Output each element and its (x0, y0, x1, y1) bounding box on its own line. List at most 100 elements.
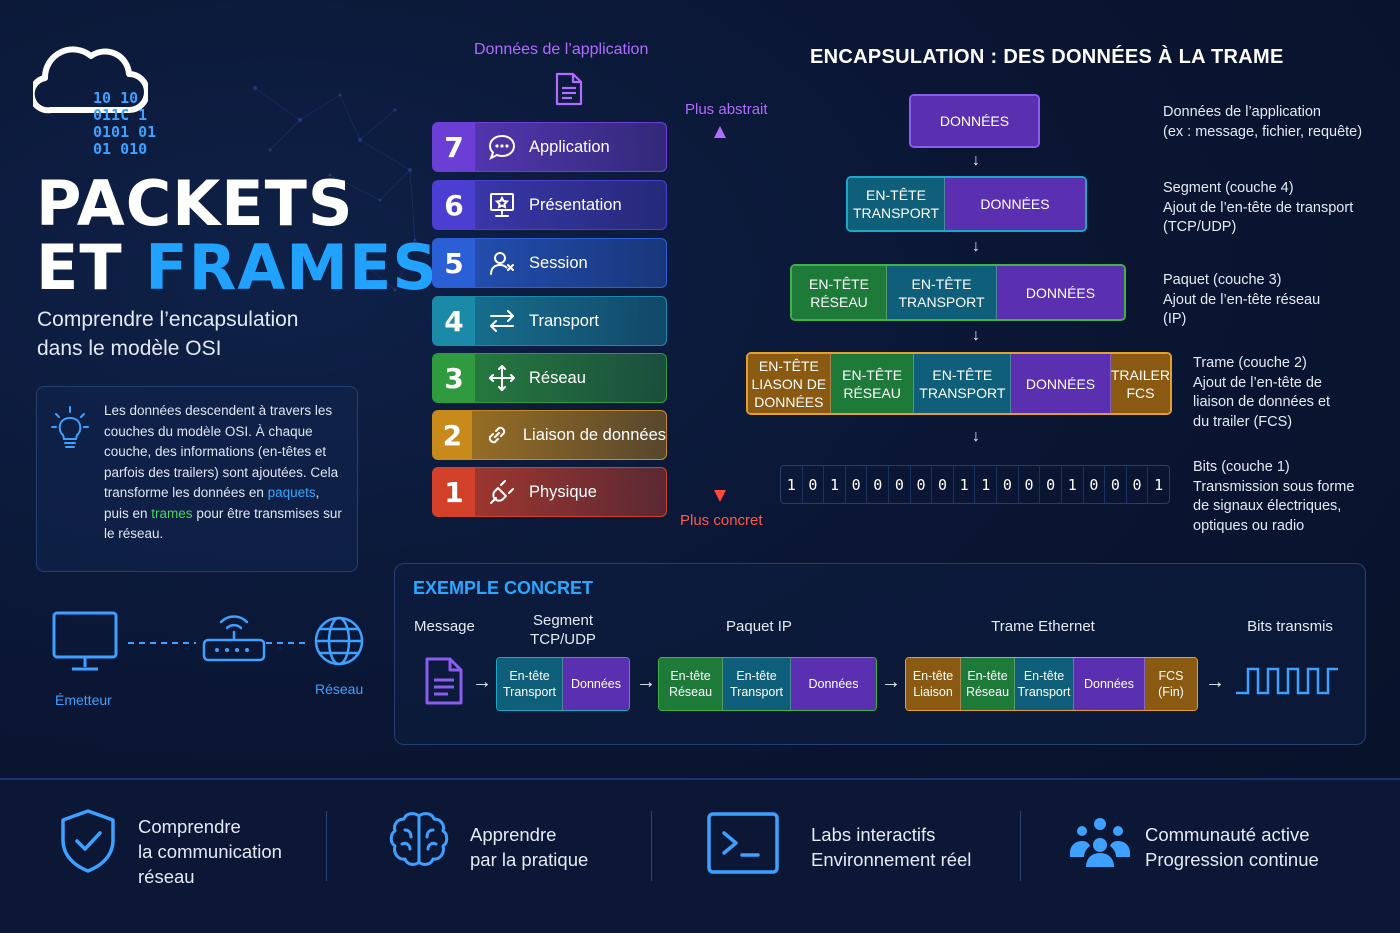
data-block: DONNÉES (911, 96, 1038, 146)
data-block: DONNÉES (1011, 354, 1111, 413)
layer-label: Physique (529, 482, 597, 501)
presentation-icon (485, 191, 519, 219)
community-icon (1070, 818, 1130, 867)
desc-line: Ajout de l’en-tête de (1193, 374, 1322, 391)
footer-divider (651, 811, 652, 881)
bit-cell: 0 (889, 466, 911, 503)
shield-check-icon (61, 809, 115, 873)
page-title: PACKETS ET FRAMES (36, 172, 438, 300)
chat-icon (485, 133, 519, 161)
layer-number: 6 (433, 181, 475, 229)
desc-line: Ajout de l’en-tête de transport (1163, 199, 1354, 216)
bit-cell: 1 (1154, 475, 1164, 494)
desc-bits: Bits (couche 1) Transmission sous forme … (1193, 458, 1354, 536)
block-text: EN-TÊTE (842, 366, 903, 383)
block-text: En-tête (509, 669, 550, 683)
encapsulation-title: ENCAPSULATION : DES DONNÉES À LA TRAME (810, 46, 1284, 68)
desc-line: (IP) (1163, 311, 1187, 327)
app-data-title: Données de l’application (474, 41, 649, 58)
header-line: Segment (532, 612, 594, 629)
block-text: RÉSEAU (843, 384, 901, 401)
app-data-frame: DONNÉES (909, 94, 1040, 148)
desc-line: Trame (couche 2) (1193, 355, 1307, 371)
desc-line: (ex : message, fichier, requête) (1163, 123, 1363, 140)
footer-line: Labs interactifs (811, 824, 936, 845)
desc-line: du trailer (FCS) (1193, 413, 1293, 430)
layer-number: 4 (433, 297, 475, 345)
info-text-part: Cela transforme les données en (104, 464, 339, 501)
block-text: Liaison (913, 685, 953, 699)
layer-label: Présentation (529, 195, 622, 214)
block-text: En-tête (967, 669, 1008, 683)
example-title: EXEMPLE CONCRET (413, 578, 594, 598)
footer-line: Comprendre (138, 816, 241, 837)
block-text: Transport (729, 685, 784, 699)
down-arrow-icon: ↓ (972, 238, 980, 255)
block-text: En-tête (1023, 669, 1065, 683)
data-block: DONNÉES (997, 266, 1124, 319)
document-icon (555, 72, 583, 106)
layer-label: Transport (529, 311, 599, 330)
bit-cell: 0 (1019, 466, 1041, 503)
data-block: Données (1074, 658, 1145, 710)
arrow-right-icon: → (636, 671, 656, 693)
layer-number: 3 (433, 354, 475, 402)
bit-cell: 0 (803, 466, 825, 503)
desc-frame: Trame (couche 2) Ajout de l’en-tête de l… (1193, 354, 1330, 432)
example-header-bits: Bits transmis (1247, 618, 1333, 635)
footer-item-practice: Apprendre par la pratique (470, 822, 588, 872)
binary-digits: 10 10 011C 1 0101 01 01 010 (93, 90, 156, 158)
block-text: TRANSPORT (919, 384, 1006, 401)
data-block: Données (791, 658, 876, 710)
desc-line: Segment (couche 4) (1163, 180, 1294, 196)
example-header-frame: Trame Ethernet (991, 618, 1095, 635)
highlight-packets: paquets (267, 485, 316, 500)
arrow-right-icon: → (881, 671, 901, 693)
block-text: EN-TÊTE (932, 366, 993, 383)
block-text: En-tête (736, 669, 777, 683)
bits-line: 01 010 (93, 140, 148, 158)
footer-line: par la pratique (470, 849, 589, 870)
desc-line: de signaux électriques, (1193, 498, 1342, 514)
bit-cell: 0 (1040, 466, 1062, 503)
cloud-icon (33, 46, 148, 114)
footer-divider (1020, 811, 1021, 881)
footer-line: la communication (138, 841, 282, 862)
move-icon (485, 364, 519, 392)
info-text-part: Les données descendent à travers les cou… (104, 403, 333, 480)
footer-line: Apprendre (470, 824, 557, 845)
message-document-icon (425, 657, 463, 705)
info-text-part: pour être transmises sur le réseau. (104, 505, 342, 542)
block-text: FCS (1126, 384, 1155, 401)
data-block: DONNÉES (945, 178, 1085, 230)
footer-divider (326, 811, 327, 881)
desc-line: (TCP/UDP) (1163, 219, 1237, 235)
title-line-1: PACKETS (36, 167, 354, 240)
header-line: TCP/UDP (530, 631, 596, 648)
network-label: Réseau (315, 681, 364, 697)
bit-cell: 1 (781, 466, 803, 503)
data-block: Données (563, 658, 629, 710)
bit-cell: 1 (824, 466, 846, 503)
footer-item-labs: Labs interactifs Environnement réel (811, 822, 971, 872)
bit-cell: 1 (975, 466, 998, 503)
lightbulb-icon (51, 406, 89, 448)
down-arrow-icon: ↓ (972, 428, 980, 445)
footer-bar (0, 778, 1400, 933)
brain-icon (389, 812, 449, 866)
